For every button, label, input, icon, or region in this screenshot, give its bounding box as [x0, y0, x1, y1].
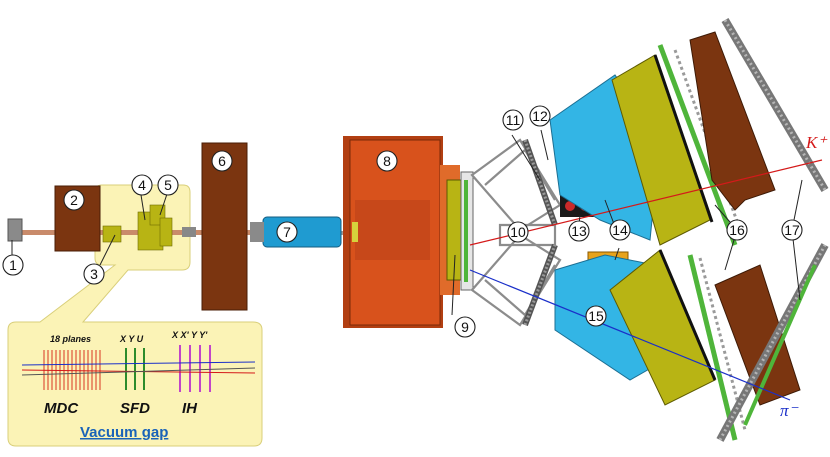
hodoscope-16: [657, 44, 738, 441]
brown-stack-lower: [714, 264, 801, 406]
callout-8: 8: [376, 150, 398, 172]
planes-label: 18 planes: [50, 334, 91, 344]
callout-1: 1: [2, 254, 24, 276]
vacuum-gap-label: Vacuum gap: [80, 424, 168, 441]
svg-text:2: 2: [70, 192, 78, 208]
callout-14: 14: [609, 219, 631, 241]
svg-text:14: 14: [612, 222, 628, 238]
callout-2: 2: [63, 189, 85, 211]
inset-content: 18 planes X Y U X X' Y Y' MDC SFD IH: [21, 330, 256, 441]
svg-text:9: 9: [461, 319, 469, 335]
kaon-label: K⁺: [805, 133, 828, 152]
brown-stack-upper: [689, 31, 776, 211]
svg-text:12: 12: [532, 108, 548, 124]
callout-13: 13: [568, 220, 590, 242]
callout-15: 15: [585, 305, 607, 327]
magnet-8-insert: [352, 222, 358, 242]
callout-12: 12: [529, 105, 551, 127]
callout-3: 3: [83, 263, 105, 285]
magnet-8-yoke: [355, 200, 430, 260]
svg-text:4: 4: [138, 177, 146, 193]
target-cap: [250, 222, 264, 242]
target-7: [262, 216, 342, 248]
plate-9-green: [464, 180, 468, 282]
callout-17: 17: [781, 219, 803, 241]
comb-17: [716, 17, 829, 442]
callout-6: 6: [211, 150, 233, 172]
flange: [182, 227, 196, 237]
ih-label: IH: [182, 400, 198, 417]
pion-label: π⁻: [780, 401, 800, 420]
sfd-axes-label: X Y U: [119, 334, 144, 344]
inset-tracks: [21, 361, 256, 376]
svg-text:7: 7: [283, 224, 291, 240]
callout-10: 10: [507, 221, 529, 243]
callout-7: 7: [276, 221, 298, 243]
svg-text:13: 13: [571, 223, 587, 239]
callout-16: 16: [726, 219, 748, 241]
chamber-12-upper: [522, 139, 558, 226]
svg-text:10: 10: [510, 224, 526, 240]
callout-5: 5: [157, 174, 179, 196]
beam-window-1: [7, 218, 23, 242]
svg-text:15: 15: [588, 308, 604, 324]
detector-cluster: [102, 204, 173, 251]
svg-text:3: 3: [90, 266, 98, 282]
svg-text:6: 6: [218, 153, 226, 169]
callout-4: 4: [131, 174, 153, 196]
svg-text:5: 5: [164, 177, 172, 193]
ih-axes-label: X X' Y Y': [171, 330, 208, 340]
callout-9: 9: [454, 316, 476, 338]
chamber-12-lower: [522, 243, 558, 327]
svg-text:16: 16: [729, 222, 745, 238]
svg-text:1: 1: [9, 257, 17, 273]
svg-text:11: 11: [506, 112, 521, 128]
svg-text:17: 17: [784, 222, 800, 238]
pion-track: [469, 269, 791, 401]
svg-text:8: 8: [383, 153, 391, 169]
mdc-label: MDC: [44, 400, 79, 417]
callout-11: 11: [502, 109, 524, 131]
sfd-label: SFD: [120, 400, 150, 417]
sfd-planes: [125, 348, 145, 390]
kaon-track: [469, 159, 823, 246]
ih-planes: [179, 345, 211, 392]
